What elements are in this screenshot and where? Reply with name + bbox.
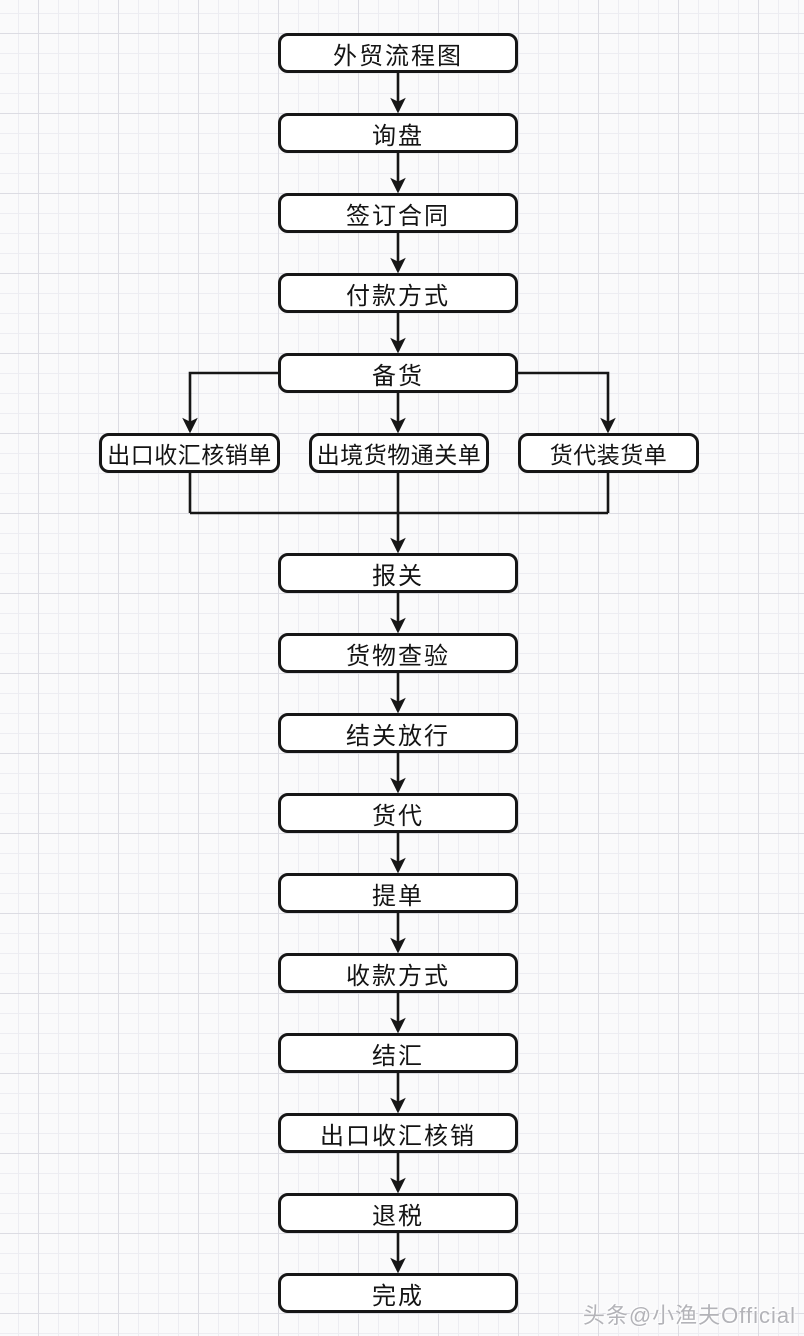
node-exchange-settlement: 结汇 bbox=[278, 1033, 518, 1073]
edge-prepare-right-branch bbox=[518, 371, 616, 434]
node-customs-declaration: 报关 bbox=[278, 553, 518, 593]
node-inquiry: 询盘 bbox=[278, 113, 518, 153]
node-export-verification: 出口收汇核销 bbox=[278, 1113, 518, 1153]
node-payment-method: 付款方式 bbox=[278, 273, 518, 313]
node-bill-of-lading: 提单 bbox=[278, 873, 518, 913]
node-sign-contract: 签订合同 bbox=[278, 193, 518, 233]
node-title: 外贸流程图 bbox=[278, 33, 518, 73]
node-tax-refund: 退税 bbox=[278, 1193, 518, 1233]
node-customs-release: 结关放行 bbox=[278, 713, 518, 753]
node-export-verification-form: 出口收汇核销单 bbox=[99, 433, 280, 473]
watermark: 头条@小渔夫Official bbox=[582, 1303, 796, 1328]
node-collection-method: 收款方式 bbox=[278, 953, 518, 993]
node-customs-clearance-form: 出境货物通关单 bbox=[309, 433, 489, 473]
node-forwarder-loading-list: 货代装货单 bbox=[518, 433, 699, 473]
node-freight-forwarder: 货代 bbox=[278, 793, 518, 833]
node-prepare-goods: 备货 bbox=[278, 353, 518, 393]
node-complete: 完成 bbox=[278, 1273, 518, 1313]
edge-prepare-left-branch bbox=[182, 371, 278, 434]
node-goods-inspection: 货物查验 bbox=[278, 633, 518, 673]
